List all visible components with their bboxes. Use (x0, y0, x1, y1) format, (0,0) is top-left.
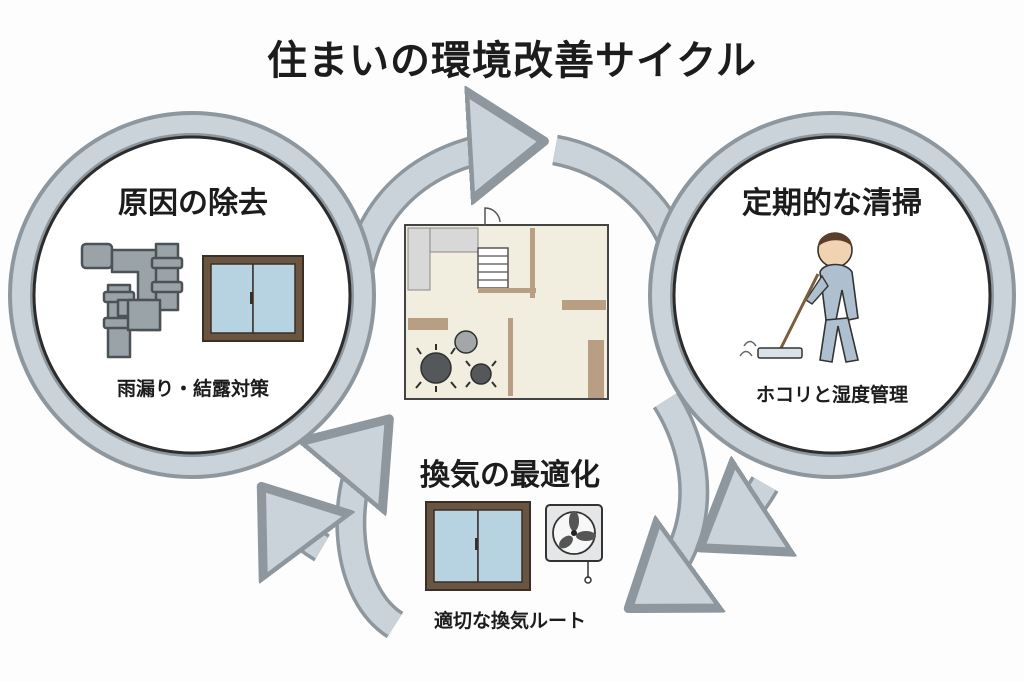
ventilation-fan-icon (545, 504, 603, 584)
step-ventilation-heading: 換気の最適化 (420, 458, 600, 493)
window-icon (425, 501, 531, 591)
pipe-icon (80, 242, 184, 359)
dust-mite-icon (415, 330, 497, 392)
person-mopping-icon (739, 232, 859, 363)
step-cause-heading: 原因の除去 (118, 186, 268, 221)
step-ventilation-caption: 適切な換気ルート (433, 610, 586, 632)
window-icon (202, 255, 304, 342)
step-cleaning-heading: 定期的な清掃 (742, 186, 922, 221)
diagram-title: 住まいの環境改善サイクル (267, 38, 757, 84)
step-cause-caption: 雨漏り・結露対策 (116, 378, 269, 400)
step-cleaning-caption: ホコリと湿度管理 (755, 384, 908, 406)
step-cause-circle (8, 111, 376, 479)
